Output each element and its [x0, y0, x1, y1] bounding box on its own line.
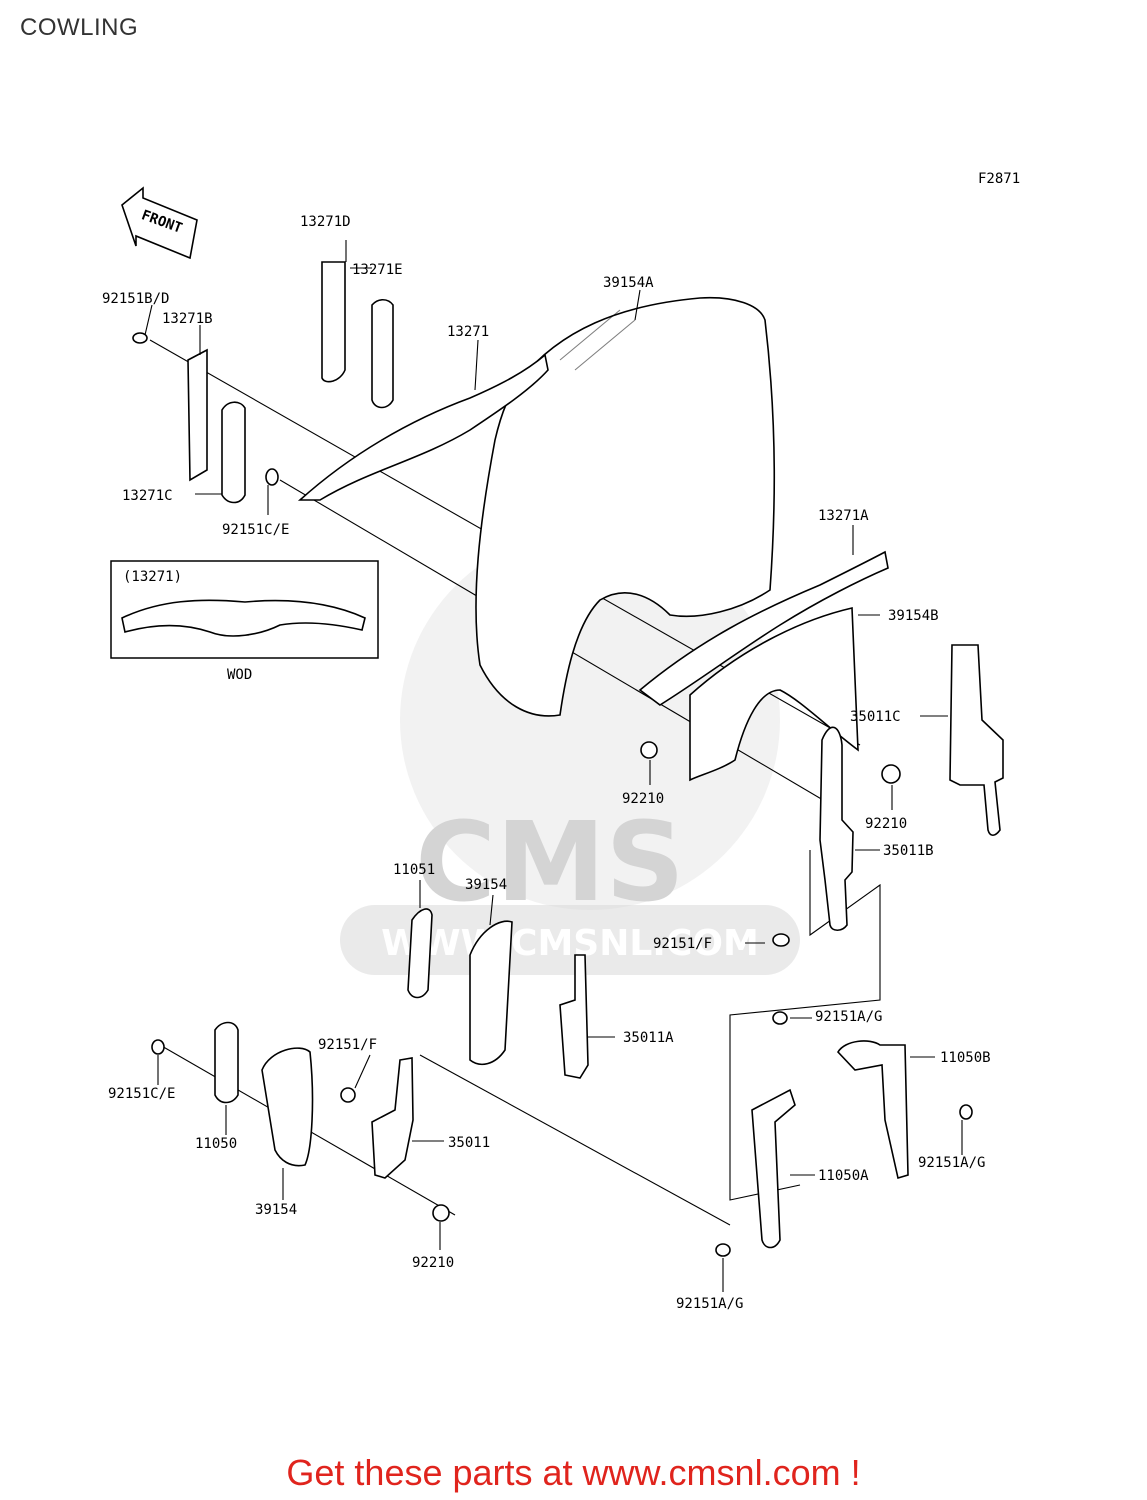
bracket-35011C	[949, 644, 1004, 837]
bracket-13271D	[321, 261, 346, 383]
trim-strip-13271A	[638, 550, 889, 706]
inset-box: (13271) WOD	[110, 560, 379, 683]
callout-label: 92151/F	[318, 1037, 377, 1053]
cowling-parts-diagram: CMS WWW.CMSNL.COM F2871 FRONT	[102, 171, 1020, 1312]
callout-label: 11051	[393, 862, 435, 878]
callout-label: 13271A	[818, 508, 869, 524]
callout-label: 92210	[622, 791, 664, 807]
callout-label: 39154B	[888, 608, 939, 624]
callout-label: 13271C	[122, 488, 173, 504]
trim-strip-13271	[297, 353, 549, 501]
callout-label: 92151A/G	[815, 1009, 882, 1025]
clip-11050	[214, 1021, 239, 1104]
bracket-13271E	[371, 298, 394, 409]
callout-label: 92151C/E	[222, 522, 289, 538]
callout-label: 92151/F	[653, 936, 712, 952]
bracket-13271B	[187, 348, 208, 482]
callout-label: 92210	[865, 816, 907, 832]
callout-label: 35011B	[883, 843, 934, 859]
bracket-11050A	[751, 1088, 796, 1249]
callout-label: 39154	[465, 877, 507, 893]
page-title: COWLING	[20, 14, 139, 41]
callout-label: 13271B	[162, 311, 213, 327]
callout-label: 13271D	[300, 214, 351, 230]
side-deflector-39154-upper	[469, 920, 513, 1066]
bracket-13271C	[221, 401, 246, 504]
bracket-35011	[371, 1057, 414, 1179]
windshield-39154A	[475, 296, 776, 717]
callout-label: 92151A/G	[676, 1296, 743, 1312]
figure-code: F2871	[978, 171, 1020, 187]
front-arrow-icon: FRONT	[121, 186, 198, 260]
callout-label: 35011	[448, 1135, 490, 1151]
callout-label: 92151C/E	[108, 1086, 175, 1102]
clip-11051	[407, 908, 433, 999]
watermark-brand: CMS	[415, 798, 684, 926]
callout-label: 92151A/G	[918, 1155, 985, 1171]
callout-label: 92210	[412, 1255, 454, 1271]
bracket-35011A	[559, 954, 589, 1079]
callout-label: 13271E	[352, 262, 403, 278]
inset-part-ref: (13271)	[123, 569, 182, 585]
bracket-35011B	[819, 726, 854, 932]
parts-shop-link[interactable]: Get these parts at www.cmsnl.com !	[286, 1452, 861, 1493]
callout-label: 39154A	[603, 275, 654, 291]
callout-label: 35011C	[850, 709, 901, 725]
bracket-11050B	[837, 1040, 909, 1180]
callout-label: 13271	[447, 324, 489, 340]
inset-variant-label: WOD	[227, 667, 252, 683]
watermark-url: WWW.CMSNL.COM	[381, 923, 759, 964]
callout-label: 39154	[255, 1202, 297, 1218]
callout-label: 11050A	[818, 1168, 869, 1184]
grommet-icons	[432, 741, 901, 1222]
callout-labels: 13271D 13271E 39154A 92151B/D 13271B 132…	[102, 214, 991, 1312]
side-deflector-39154-lower	[261, 1047, 314, 1167]
callout-label: 11050	[195, 1136, 237, 1152]
callout-label: 92151B/D	[102, 291, 169, 307]
callout-label: 35011A	[623, 1030, 674, 1046]
callout-label: 11050B	[940, 1050, 991, 1066]
bolt-icons	[132, 332, 973, 1257]
leader-lines	[144, 240, 963, 1292]
inner-panel-39154B	[689, 607, 859, 782]
